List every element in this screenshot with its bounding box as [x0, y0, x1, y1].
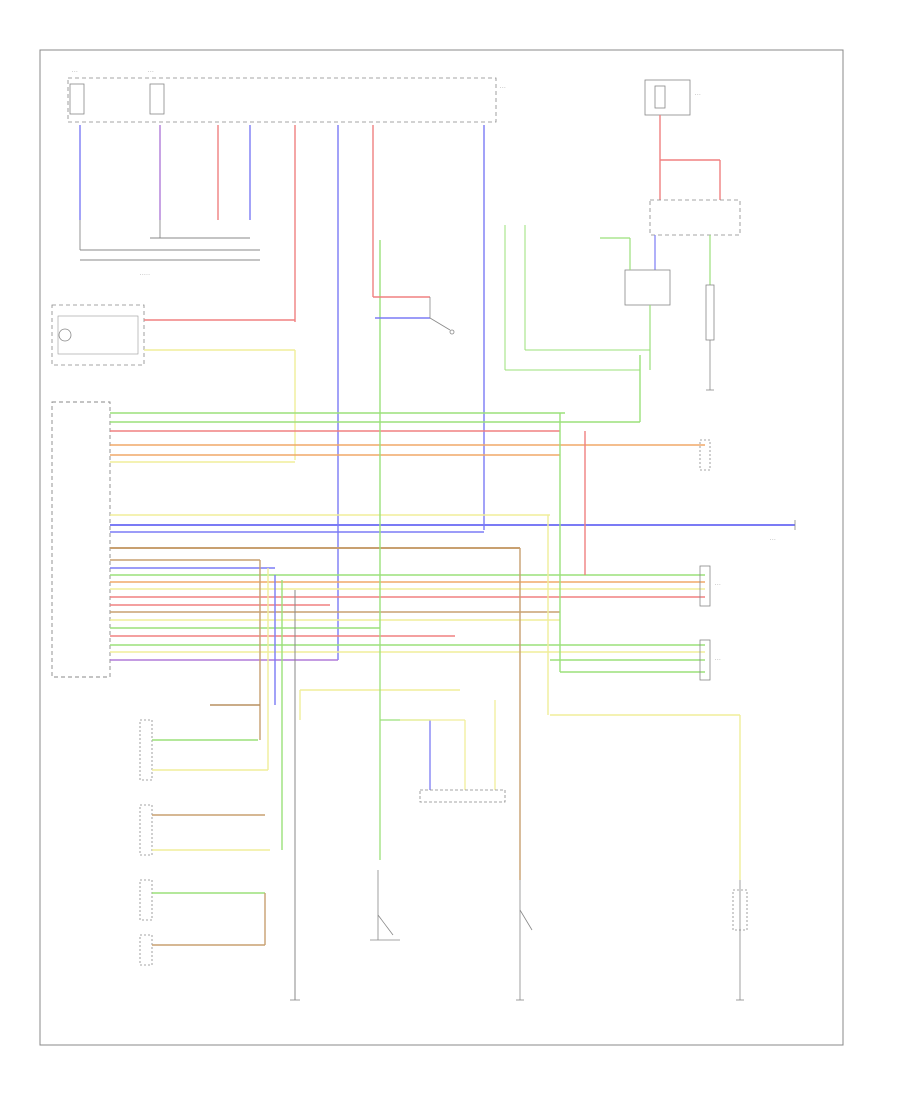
- hood-switch: [519, 880, 533, 1000]
- svg-text:- - - - -: - - - - -: [140, 272, 151, 276]
- svg-text:- - -: - - -: [715, 582, 721, 586]
- right-connector-c: [699, 439, 711, 471]
- svg-text:- - -: - - -: [500, 85, 506, 89]
- control-unit-wires: [110, 412, 795, 661]
- fuse-block-right: - - -: [644, 79, 701, 116]
- top-wires: [79, 125, 485, 660]
- control-unit: [51, 401, 111, 678]
- right-ground-tab: - - -: [770, 520, 796, 541]
- trunk-unit: [419, 789, 506, 803]
- horn-unit: [732, 880, 748, 1000]
- diagram-frame: [39, 49, 844, 1046]
- svg-text:- - -: - - -: [715, 657, 721, 661]
- svg-text:- - -: - - -: [72, 69, 78, 73]
- relay-assembly: [600, 115, 741, 390]
- lower-center-wires: [379, 628, 496, 860]
- door-switches: [139, 719, 153, 966]
- right-connector-a: - - -: [699, 565, 721, 607]
- fuse-block-top: - - - - - - - - -: [67, 69, 506, 123]
- svg-text:- - -: - - -: [770, 537, 776, 541]
- svg-text:- - -: - - -: [148, 69, 154, 73]
- security-indicator-box: [51, 304, 145, 366]
- svg-text:- - -: - - -: [695, 92, 701, 96]
- alarm-switch: [373, 296, 455, 335]
- ground-bus-top: - - - - -: [79, 220, 260, 276]
- middle-verticals: [379, 240, 741, 880]
- door-switch-wires: [152, 560, 460, 1000]
- antenna-wires: [504, 225, 650, 371]
- right-connector-b: - - -: [699, 639, 721, 681]
- trunk-switch: [370, 870, 400, 941]
- ground-symbols: [290, 389, 744, 1001]
